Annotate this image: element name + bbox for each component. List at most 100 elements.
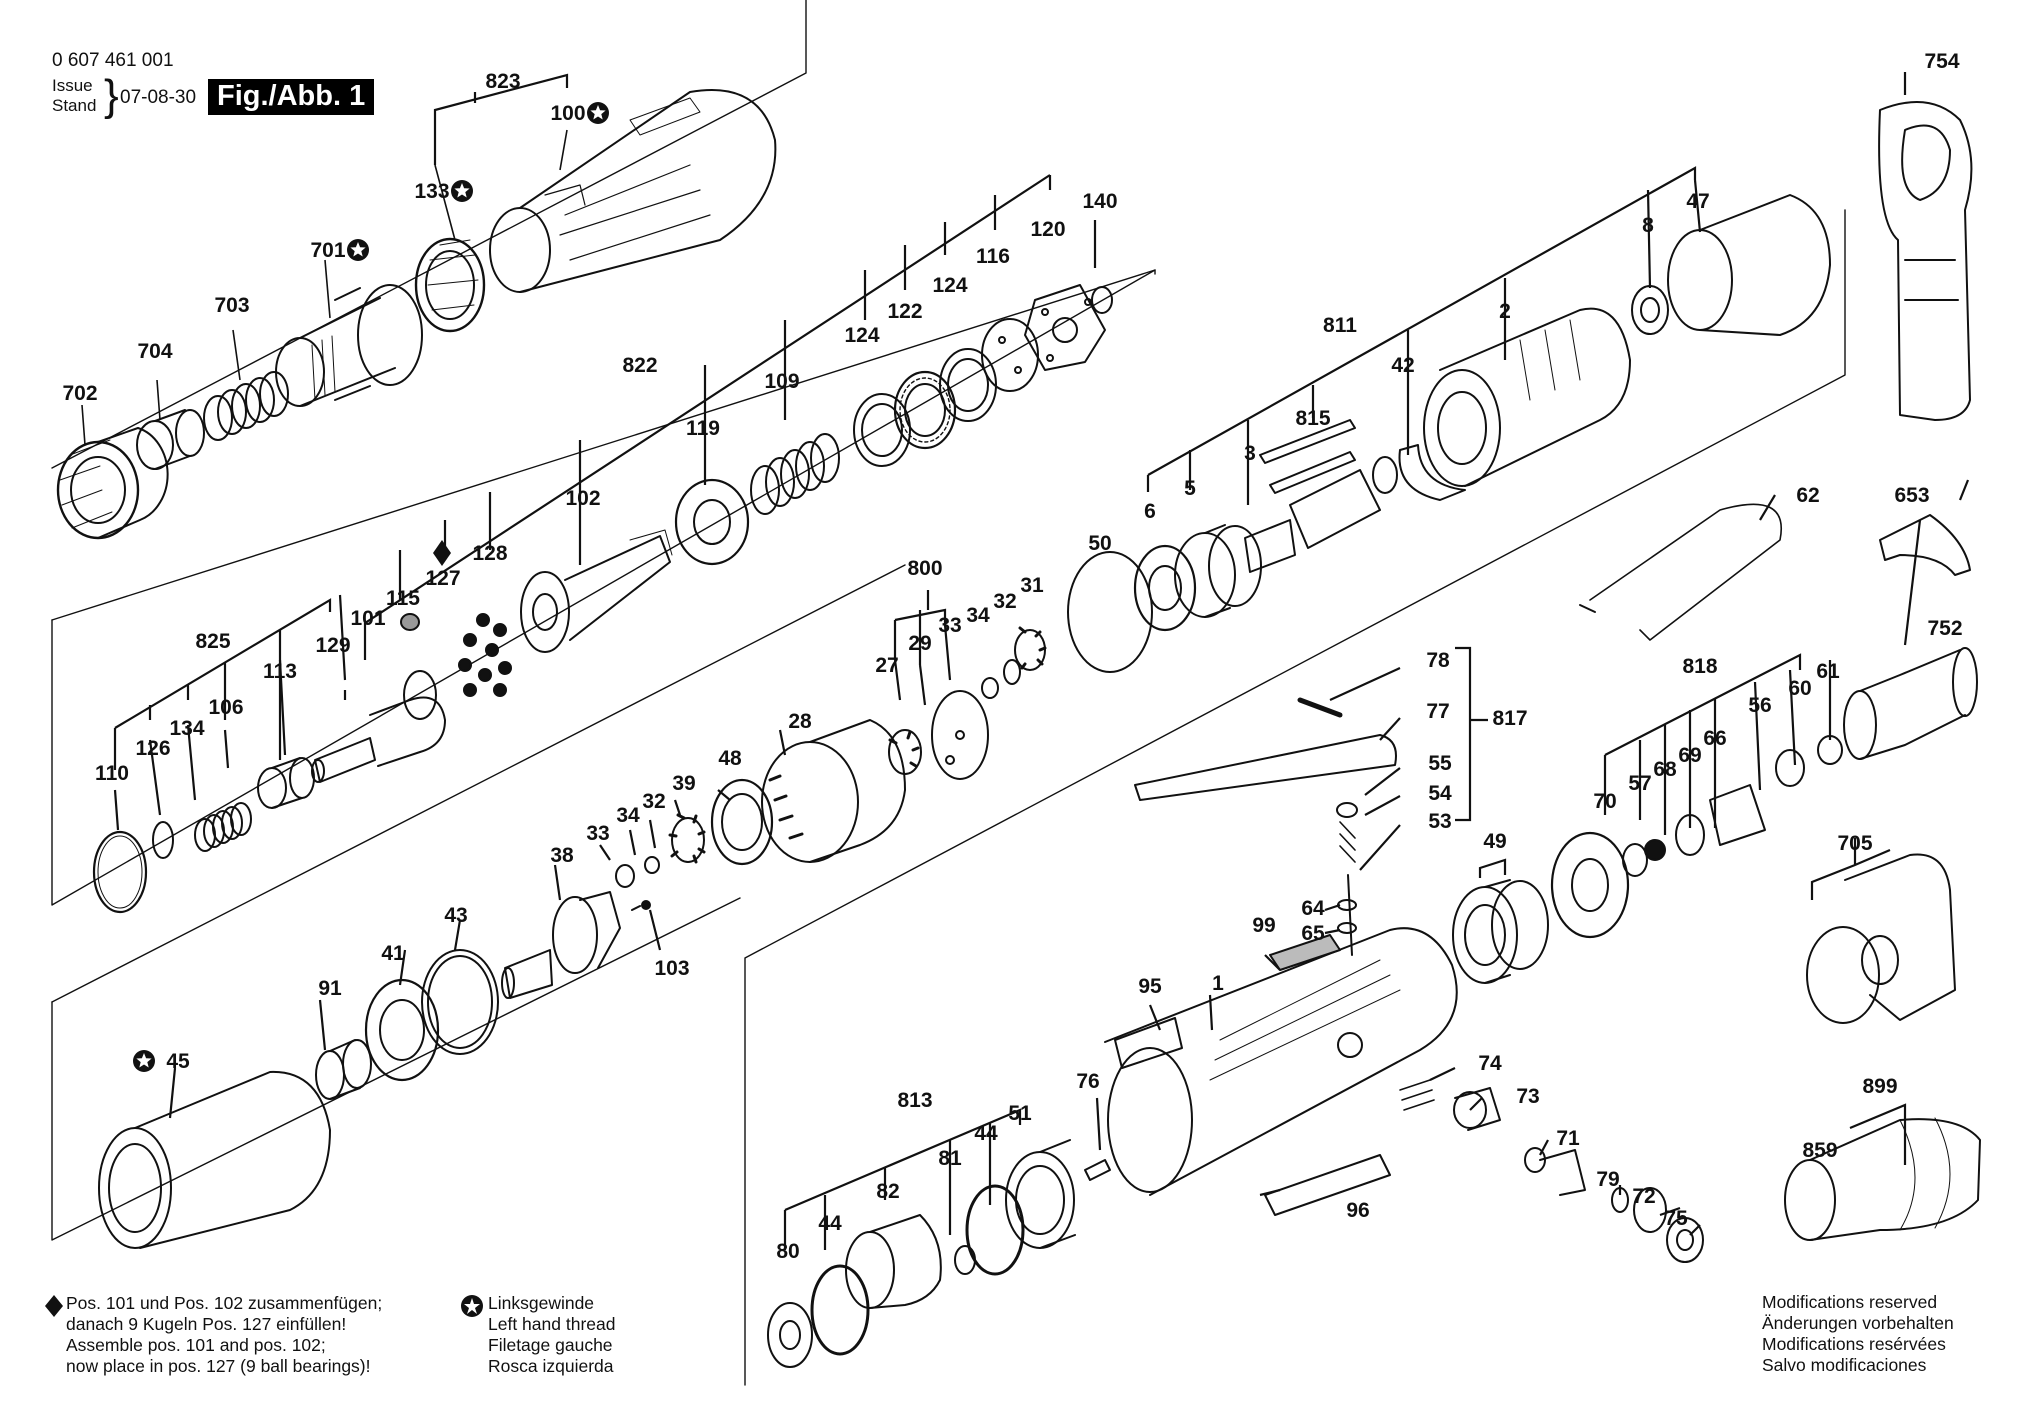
part-115-pin — [400, 613, 420, 631]
part-label-28: 28 — [788, 710, 812, 733]
part-8-bearing — [1631, 285, 1669, 335]
part-label-8: 8 — [1642, 214, 1654, 237]
part-label-42: 42 — [1391, 354, 1414, 377]
part-label-823: 823 — [485, 70, 520, 93]
part-label-818: 818 — [1682, 655, 1717, 678]
part-81-ring — [954, 1245, 976, 1275]
part-label-653: 653 — [1894, 484, 1929, 507]
part-44-oring — [810, 1264, 870, 1356]
part-label-120: 120 — [1030, 218, 1065, 241]
part-label-109: 109 — [764, 370, 799, 393]
part-label-43: 43 — [444, 904, 467, 927]
part-label-66: 66 — [1703, 727, 1726, 750]
part-99-label — [1269, 934, 1341, 971]
brace-glyph: } — [104, 71, 119, 120]
thread-note-line: Filetage gauche — [488, 1335, 613, 1355]
part-33-34-washer — [615, 856, 660, 888]
document-number: 0 607 461 001 — [52, 50, 174, 71]
part-100-sleeve — [489, 89, 777, 293]
part-133-ring — [414, 237, 486, 333]
part-label-44a: 44 — [974, 1122, 998, 1145]
part-label-73: 73 — [1516, 1085, 1539, 1108]
part-6-bearing — [1133, 544, 1197, 632]
part-label-811: 811 — [1323, 314, 1357, 337]
part-label-825: 825 — [195, 630, 230, 653]
part-label-71: 71 — [1556, 1127, 1580, 1150]
part-label-128: 128 — [472, 542, 507, 565]
part-80-washer — [767, 1302, 813, 1368]
part-label-115: 115 — [386, 587, 420, 610]
part-42-ring-segment — [1398, 444, 1466, 501]
part-label-124b: 124 — [844, 324, 879, 347]
stand-label: Stand — [52, 96, 97, 115]
part-50-plate — [1067, 551, 1153, 673]
part-label-80: 80 — [776, 1240, 799, 1263]
part-label-99: 99 — [1252, 914, 1275, 937]
thread-note-line: Linksgewinde — [488, 1293, 595, 1313]
thread-note-line: Left hand thread — [488, 1314, 616, 1334]
part-label-101: 101 — [350, 607, 385, 630]
part-label-55: 55 — [1428, 752, 1452, 775]
part-label-100: 100 — [550, 102, 585, 125]
part-label-44b: 44 — [818, 1212, 842, 1235]
part-label-119: 119 — [686, 417, 720, 440]
modifications-note-line: Modifications reserved — [1762, 1292, 1938, 1312]
part-1-housing — [1104, 927, 1458, 1196]
part-label-33b: 33 — [586, 822, 609, 845]
part-124-washer — [853, 393, 911, 467]
part-label-61: 61 — [1816, 660, 1840, 683]
part-label-704: 704 — [137, 340, 172, 363]
part-label-140: 140 — [1082, 190, 1117, 213]
part-44b-oring — [965, 1184, 1025, 1276]
diamond-note-line: Assemble pos. 101 and pos. 102; — [66, 1335, 326, 1355]
part-96-label — [1264, 1154, 1391, 1216]
part-label-31: 31 — [1020, 574, 1044, 597]
left-thread-star-icon — [587, 102, 609, 124]
modifications-note-line: Änderungen vorbehalten — [1762, 1313, 1954, 1333]
modifications-note-line: Salvo modificaciones — [1762, 1355, 1927, 1375]
part-label-113: 113 — [263, 660, 297, 683]
part-71-valve-stem — [1524, 1147, 1586, 1196]
part-62-wire-clip — [1579, 503, 1782, 641]
part-128-balls — [458, 613, 512, 697]
part-103-screw — [631, 900, 651, 911]
part-51-nut — [1005, 1139, 1076, 1249]
part-48-ring — [710, 778, 774, 866]
part-label-703: 703 — [214, 294, 249, 317]
part-label-110: 110 — [95, 762, 129, 785]
part-label-134: 134 — [169, 717, 204, 740]
part-122-bearing — [893, 370, 957, 450]
part-label-29: 29 — [908, 632, 931, 655]
part-label-51: 51 — [1008, 1102, 1032, 1125]
part-label-754: 754 — [1924, 50, 1959, 73]
part-134-spring — [194, 802, 252, 852]
part-53-55-plunger — [1336, 802, 1358, 956]
part-800-planet-carrier — [888, 690, 989, 780]
part-818-valve-assembly — [1550, 735, 1843, 939]
part-704-sleeve — [136, 409, 205, 470]
part-3-rotor — [1244, 456, 1398, 573]
part-label-817: 817 — [1492, 707, 1527, 730]
part-label-32a: 32 — [993, 590, 1016, 613]
part-702-knurled-nut — [56, 427, 169, 540]
part-76-screw — [1084, 1159, 1111, 1181]
panel-frame-mid — [51, 269, 1156, 906]
part-label-124a: 124 — [932, 274, 967, 297]
part-5-endplate — [1174, 524, 1262, 618]
part-label-75: 75 — [1664, 1207, 1688, 1230]
part-705-muffler — [1806, 853, 1956, 1024]
part-label-126: 126 — [135, 737, 170, 760]
part-47-sleeve — [1667, 194, 1831, 336]
part-label-48: 48 — [718, 747, 742, 770]
part-79-72-75-rings — [1611, 1187, 1704, 1263]
diamond-note-line: Pos. 101 und Pos. 102 zusammenfügen; — [66, 1293, 383, 1313]
part-label-62: 62 — [1796, 484, 1819, 507]
part-label-38: 38 — [550, 844, 574, 867]
part-120-flange — [1024, 284, 1106, 371]
part-label-64: 64 — [1301, 897, 1325, 920]
part-label-116: 116 — [976, 245, 1010, 268]
part-110-ring — [92, 830, 148, 914]
part-701-housing — [275, 284, 423, 407]
part-label-34: 34 — [966, 604, 990, 627]
